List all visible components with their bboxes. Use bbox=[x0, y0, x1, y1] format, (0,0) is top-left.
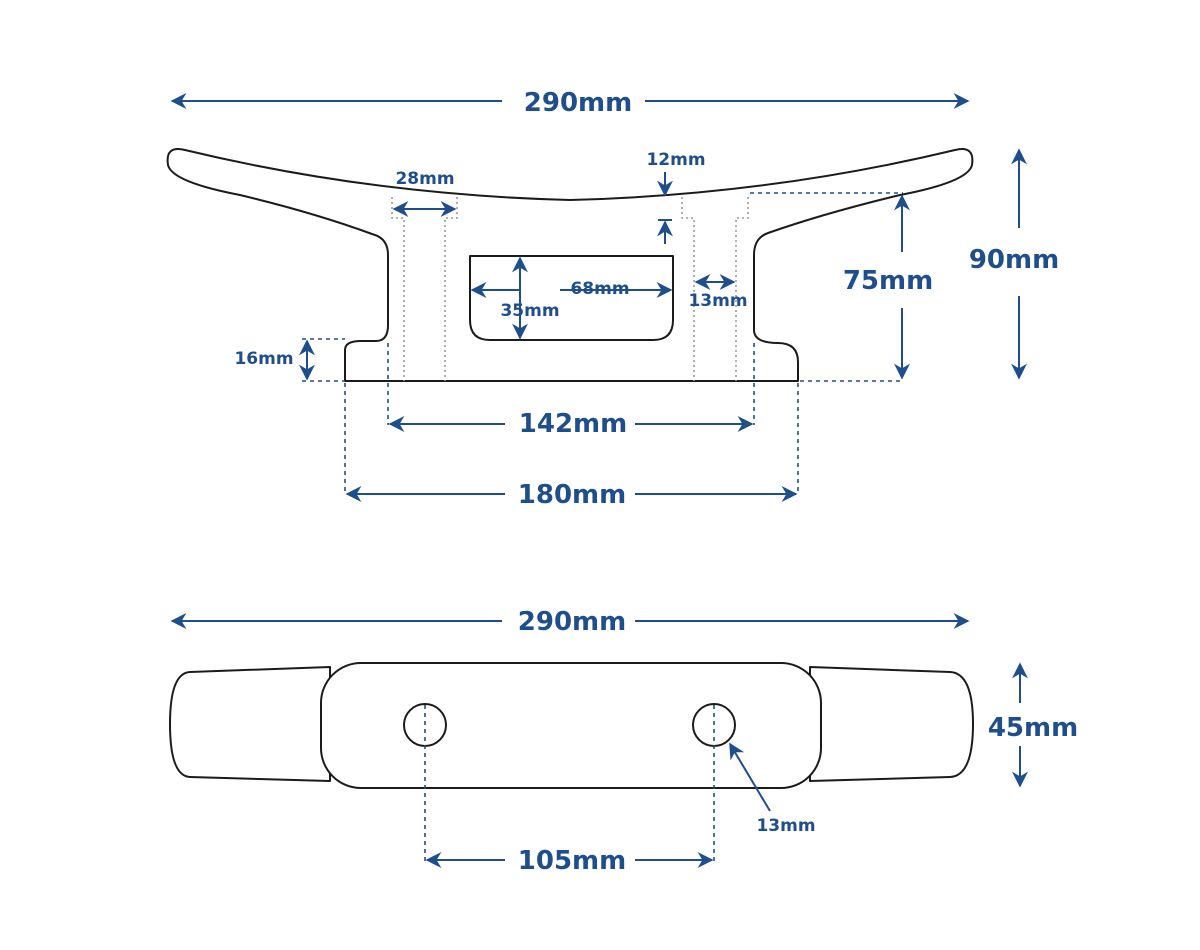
dimension-base-thickness: 16mm bbox=[234, 338, 345, 382]
window-height-label: 35mm bbox=[500, 301, 559, 321]
post-spacing-label: 142mm bbox=[519, 409, 627, 439]
cleat-top-horn-right bbox=[809, 666, 974, 782]
dimension-bolt-diameter: 13mm bbox=[688, 274, 748, 311]
top-overall-length-label: 290mm bbox=[518, 607, 626, 637]
total-height-label: 90mm bbox=[969, 245, 1059, 275]
dimension-hole-diameter: 13mm bbox=[729, 742, 816, 836]
hole-spacing-label: 105mm bbox=[518, 846, 626, 876]
dimension-top-overall-length: 290mm bbox=[170, 607, 970, 637]
dimension-top-gap: 12mm bbox=[646, 150, 706, 244]
base-length-label: 180mm bbox=[518, 480, 626, 510]
dimension-post-spacing: 142mm bbox=[387, 343, 755, 439]
dimension-window-height: 35mm bbox=[500, 256, 560, 340]
dimension-overall-length: 290mm bbox=[170, 88, 970, 118]
dimension-top-width: 45mm bbox=[988, 662, 1078, 788]
side-view: 290mm 90mm 75mm 16mm 28mm bbox=[166, 88, 1059, 510]
dimension-base-height: 75mm bbox=[750, 192, 933, 382]
slot-width-label: 28mm bbox=[395, 169, 454, 189]
base-height-label: 75mm bbox=[843, 266, 933, 296]
dimension-window-width: 68mm bbox=[470, 279, 673, 299]
dimension-base-length: 180mm bbox=[344, 383, 799, 510]
window-width-label: 68mm bbox=[570, 279, 629, 299]
cleat-top-body bbox=[320, 662, 822, 789]
top-gap-label: 12mm bbox=[646, 150, 705, 170]
dimension-slot-width: 28mm bbox=[392, 169, 457, 217]
dimension-hole-spacing: 105mm bbox=[424, 705, 715, 876]
top-view: 290mm 45mm 105mm 13mm bbox=[169, 607, 1078, 876]
hidden-bolt-channels bbox=[391, 197, 749, 381]
top-width-label: 45mm bbox=[988, 713, 1078, 743]
cleat-top-horns bbox=[169, 666, 331, 782]
base-thickness-label: 16mm bbox=[234, 349, 293, 369]
dimension-total-height: 90mm bbox=[969, 148, 1059, 380]
overall-length-label: 290mm bbox=[524, 88, 632, 118]
hole-diameter-label: 13mm bbox=[756, 816, 815, 836]
bolt-diameter-label: 13mm bbox=[688, 291, 747, 311]
